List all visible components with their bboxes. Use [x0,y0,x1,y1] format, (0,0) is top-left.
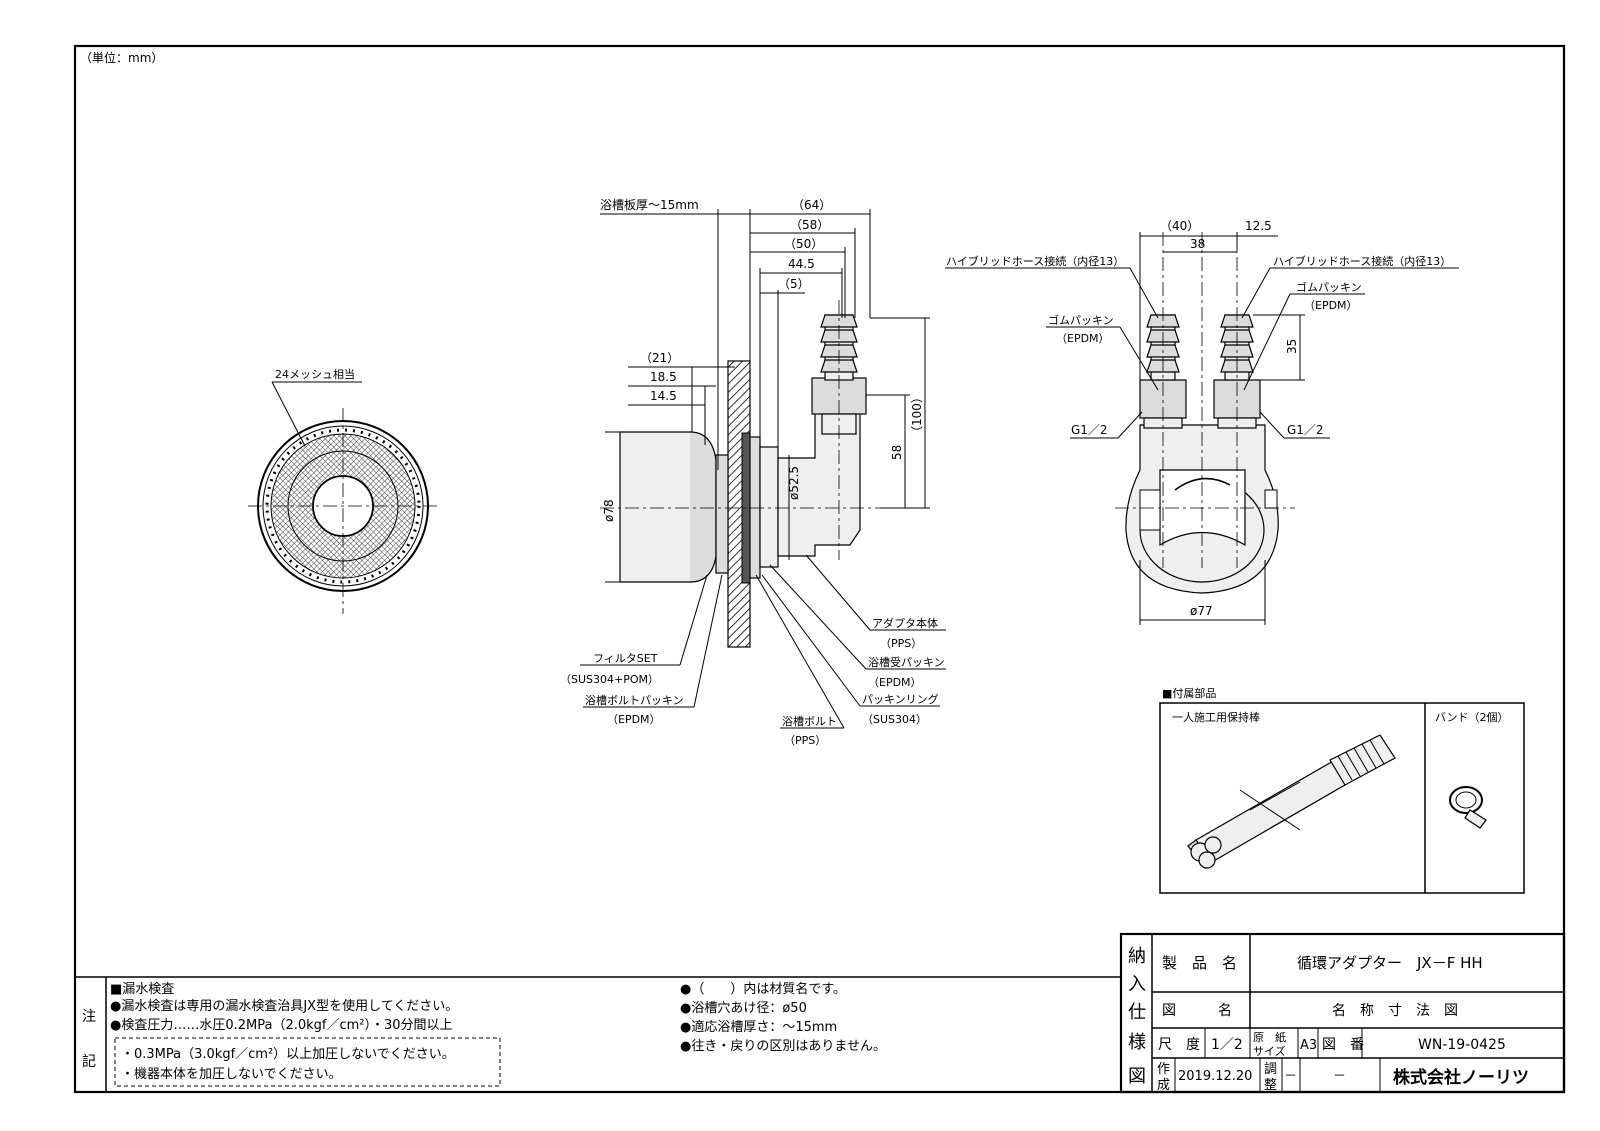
dim-14-5: 14.5 [650,389,677,403]
notes-area: 注 記 ■漏水検査 ●漏水検査は専用の漏水検査治具JX型を使用してください。 ●… [75,976,1120,1092]
tb-made-label-2: 成 [1157,1078,1170,1093]
dim-phi78: ø78 [602,499,616,522]
dim-100: （100） [910,391,924,438]
tb-product-value: 循環アダプター JX－F HH [1297,954,1483,972]
tb-product-label: 製 品 名 [1162,954,1237,972]
tb-scale-label: 尺 度 [1158,1037,1200,1053]
accessories: ■付属部品 一人施工用保持棒 バンド（2個） [1159,686,1525,894]
tb-vertical-4: 様 [1128,1032,1146,1053]
dim-44-5: 44.5 [788,257,815,271]
gasket-left-material: （EPDM） [1056,332,1110,345]
tb-vertical-3: 仕 [1128,1002,1146,1023]
tb-made-label-1: 作 [1157,1062,1170,1077]
title-block: 納 入 仕 様 図 製 品 名 循環アダプター JX－F HH 図 名 名 称 … [1119,932,1566,1094]
tb-drawing-label: 図 名 [1162,1003,1232,1019]
tb-adjust-label-2: 整 [1264,1078,1277,1093]
bolt-packing-material: （EPDM） [607,713,661,726]
tb-adjust-value: － [1284,1069,1297,1084]
notes-box-line-2: ・機器本体を加圧しないでください。 [121,1067,342,1082]
notes-heading: ■漏水検査 [110,981,174,997]
dim-18-5: 18.5 [650,370,677,384]
gasket-left-label: ゴムパッキン [1048,313,1114,327]
dim-phi77: ø77 [1190,604,1213,618]
tb-paper-label-2: サイズ [1253,1044,1286,1058]
unit-label: （単位：mm） [80,50,163,65]
company-logo: 株式会社ノーリツ [1393,1067,1529,1088]
thread-left-label: G1／2 [1071,423,1108,437]
dim-64: （64） [792,198,831,212]
accessory-holding-rod-label: 一人施工用保持棒 [1172,710,1260,724]
holding-rod-illustration [1187,734,1396,869]
tub-bolt-label: 浴槽ボルト [782,715,837,728]
notes-warning-box [114,1037,501,1087]
tb-scale-value: 1／2 [1211,1037,1243,1053]
dim-12-5: 12.5 [1245,219,1272,233]
gasket-right-material: （EPDM） [1304,299,1358,312]
notes-right-4: ●往き・戻りの区別はありません。 [680,1039,886,1054]
dim-58: （58） [790,218,829,232]
filter-set-material: （SUS304+POM） [560,673,659,686]
packing-ring-label: パッキンリング [862,692,939,706]
dim-phi52-5: ø52.5 [787,466,801,500]
adapter-body-label: アダプタ本体 [872,616,938,630]
tb-vertical-1: 納 [1128,946,1146,967]
bolt-packing-label: 浴槽ボルトパッキン [585,694,684,707]
dim-58-vertical: 58 [890,445,904,460]
accessories-title: ■付属部品 [1162,686,1216,700]
dim-50: （50） [784,237,823,251]
notes-right-3: ●適応浴槽厚さ：～15mm [680,1019,837,1035]
tb-paper-value: A3 [1300,1038,1317,1053]
front-view-filter: 24メッシュ相当 [248,367,438,614]
tub-bolt-material: （PPS） [784,734,826,747]
filter-set-label: フィルタSET [593,652,658,665]
tb-paper-label-1: 原 紙 [1253,1030,1286,1044]
side-view: （64） 浴槽板厚～15mm （58） （50） 44.5 （5） （21） 1… [560,198,946,747]
top-view: （40） 12.5 38 35 ø77 ハイブリッドホース接続（内径13） ハイ… [945,219,1459,625]
accessory-band-label: バンド（2個） [1435,711,1509,724]
tb-vertical-2: 入 [1128,974,1146,995]
dim-38: 38 [1190,237,1205,251]
tb-adjust-label-1: 調 [1264,1062,1277,1077]
hose-right-label: ハイブリッドホース接続（内径13） [1273,254,1451,268]
notes-right-1: ●（ ）内は材質名です。 [680,981,846,997]
packing-ring-material: （SUS304） [862,713,927,726]
tub-receiver-material: （EPDM） [868,676,922,689]
notes-side-label-2: 記 [82,1053,96,1070]
tb-vertical-5: 図 [1128,1066,1146,1087]
adapter-body-material: （PPS） [880,637,922,650]
notes-right-2: ●浴槽穴あけ径：ø50 [680,1001,807,1016]
tb-made-date: 2019.12.20 [1178,1069,1252,1084]
tb-number-label: 図 番 [1322,1037,1364,1053]
dim-21: （21） [640,351,679,365]
gasket-right-label: ゴムパッキン [1296,280,1362,294]
sheet-border [73,44,1566,1094]
thread-right-label: G1／2 [1287,423,1324,437]
dim-5: （5） [778,277,810,291]
tub-receiver-label: 浴槽受パッキン [868,656,945,669]
hose-left-label: ハイブリッドホース接続（内径13） [946,254,1124,268]
notes-box-line-1: ・0.3MPa（3.0kgf／cm²）以上加圧しないでください。 [121,1047,455,1062]
notes-side-label-1: 注 [82,1009,96,1025]
band-illustration [1449,786,1487,829]
notes-line-2: ●検査圧力……水圧0.2MPa（2.0kgf／cm²）・30分間以上 [110,1018,453,1033]
tb-drawing-value: 名 称 寸 法 図 [1332,1003,1458,1019]
tb-adjust-value-2: － [1333,1069,1346,1084]
tb-number-value: WN-19-0425 [1418,1037,1506,1053]
dim-35: 35 [1285,339,1299,354]
tub-thickness-label: 浴槽板厚～15mm [600,198,699,212]
dim-40: （40） [1160,219,1199,233]
notes-line-1: ●漏水検査は専用の漏水検査治具JX型を使用してください。 [110,998,458,1014]
mesh-label: 24メッシュ相当 [275,367,355,381]
